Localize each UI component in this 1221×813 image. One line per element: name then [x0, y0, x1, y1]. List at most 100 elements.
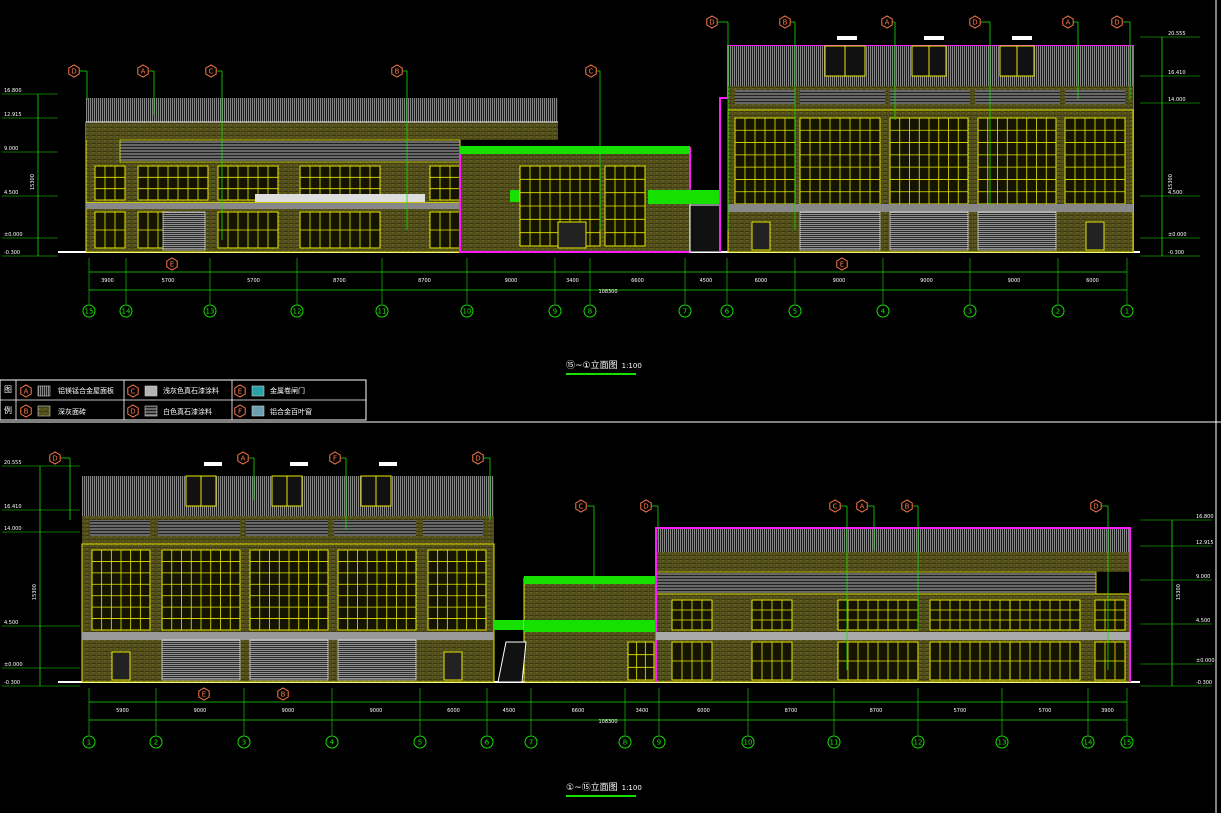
top-left-roof: [86, 98, 558, 122]
axis-circle: [325, 735, 339, 749]
legend-caption-1: 图: [4, 385, 12, 394]
tag-hexagon: [205, 64, 217, 78]
top-tag: C: [585, 64, 597, 78]
top-level-right: 4.500: [1168, 190, 1182, 196]
axis-label: 9: [553, 308, 557, 316]
tag-hexagon: [234, 384, 246, 398]
dormer-label: [204, 462, 222, 466]
legend-swatch: [144, 405, 158, 417]
top-tag: A: [881, 15, 893, 29]
axis-bubble: 4: [876, 304, 890, 318]
axis-circle: [788, 304, 802, 318]
top-tag: A: [137, 64, 149, 78]
top-ramp-door: [689, 204, 721, 253]
legend-tag: E: [234, 384, 246, 398]
axis-bubble: 8: [583, 304, 597, 318]
top-level-height-right: 15300: [1168, 174, 1174, 190]
axis-label: 12: [914, 739, 923, 747]
axis-label: 6: [485, 739, 490, 747]
axis-label: 4: [881, 308, 886, 316]
tag-letter: E: [170, 261, 174, 269]
tag-letter: D: [709, 19, 714, 27]
bottom-tag: C: [829, 499, 841, 513]
axis-bubble: 14: [1081, 735, 1095, 749]
bottom-total: 108300: [598, 719, 617, 725]
bottom-right-parapet: [656, 552, 1130, 572]
axis-label: 7: [529, 739, 533, 747]
top-span: 3400: [566, 278, 579, 284]
axis-bubble: 10: [460, 304, 474, 318]
bottom-left-shutter: [161, 639, 241, 681]
top-tag: E: [166, 257, 178, 271]
axis-label: 3: [242, 739, 246, 747]
top-span: 9000: [920, 278, 933, 284]
top-span: 5700: [247, 278, 260, 284]
top-level-left: ±0.000: [4, 232, 23, 238]
bottom-level-left: 14.000: [4, 526, 22, 532]
bottom-level-height-right: 15300: [1176, 584, 1182, 600]
bottom-span: 6600: [572, 708, 585, 714]
curtain-wall: [1094, 599, 1126, 631]
tag-letter: C: [209, 68, 214, 76]
tag-letter: C: [579, 503, 584, 511]
tag-hexagon: [836, 257, 848, 271]
axis-bubble: 7: [678, 304, 692, 318]
axis-bubble: 5: [413, 735, 427, 749]
axis-bubble: 13: [203, 304, 217, 318]
top-level-right: ±0.000: [1168, 232, 1187, 238]
top-door: [557, 221, 587, 249]
legend: 图 例 铝镁锰合金屋面板 浅灰色真石漆涂料 金属卷闸门 深灰面砖 白色真石漆涂料…: [0, 380, 366, 420]
legend-label-c: 浅灰色真石漆涂料: [163, 387, 219, 395]
axis-label: 14: [1084, 739, 1093, 747]
tag-letter: D: [1093, 503, 1098, 511]
axis-bubble: 3: [963, 304, 977, 318]
axis-circle: [720, 304, 734, 318]
axis-bubble: 7: [524, 735, 538, 749]
axis-label: 7: [683, 308, 687, 316]
top-tag: E: [836, 257, 848, 271]
axis-bubble: 1: [1120, 304, 1134, 318]
tag-letter: A: [860, 503, 865, 511]
bottom-green-canopy-left: [494, 620, 524, 630]
top-span: 9000: [1008, 278, 1021, 284]
axis-circle: [82, 735, 96, 749]
bottom-tag: B: [901, 499, 913, 513]
bottom-middle-green-band: [524, 620, 656, 632]
tag-hexagon: [856, 499, 868, 513]
top-elevation-scale: 1:100: [621, 362, 642, 370]
dormer-label: [290, 462, 308, 466]
axis-label: 4: [330, 739, 335, 747]
tag-hexagon: [1090, 499, 1102, 513]
legend-swatch: [144, 385, 158, 397]
dormer-label: [924, 36, 944, 40]
axis-label: 10: [744, 739, 753, 747]
bottom-span: 9000: [370, 708, 383, 714]
curtain-wall: [429, 165, 461, 201]
tag-hexagon: [575, 499, 587, 513]
tag-letter: C: [131, 388, 136, 396]
tag-hexagon: [237, 451, 249, 465]
axis-label: 6: [725, 308, 730, 316]
tag-hexagon: [20, 404, 32, 418]
bottom-right-outline: [655, 527, 1131, 682]
bottom-level-right: -0.300: [1196, 680, 1212, 686]
axis-bubble: 12: [911, 735, 925, 749]
top-tag: D: [1111, 15, 1123, 29]
bottom-level-right: 16.800: [1196, 514, 1214, 520]
bottom-elevation-title-underline: [566, 795, 636, 797]
tag-letter: A: [141, 68, 146, 76]
bottom-tag: F: [329, 451, 341, 465]
top-left-parapet: [86, 122, 558, 140]
bottom-tag: E: [198, 687, 210, 701]
axis-circle: [741, 735, 755, 749]
axis-circle: [1081, 735, 1095, 749]
axis-circle: [1051, 304, 1065, 318]
axis-label: 1: [1125, 308, 1129, 316]
bottom-left-louver: [90, 520, 150, 536]
tag-hexagon: [1062, 15, 1074, 29]
bottom-level-right: 4.500: [1196, 618, 1210, 624]
tag-letter: E: [840, 261, 844, 269]
axis-label: 5: [418, 739, 422, 747]
